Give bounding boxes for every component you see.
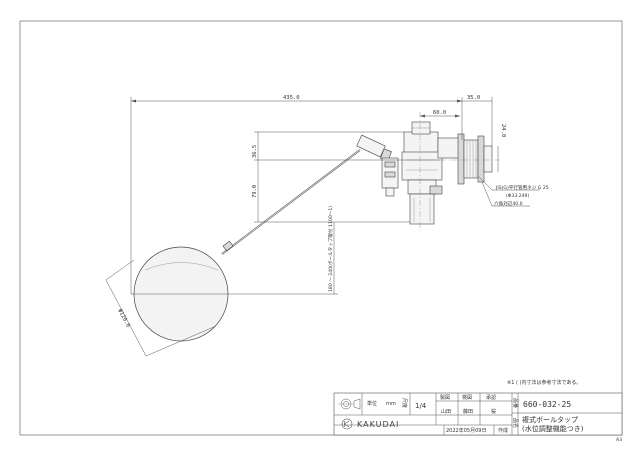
name-checker: 藤田 — [463, 408, 473, 415]
reference-note: ※1 ( )内寸法は参考寸法である。 — [507, 379, 581, 386]
dim-mid-height: 79.0 — [252, 185, 258, 198]
unit-label: 単位 — [367, 400, 377, 407]
unit-value: mm — [386, 401, 396, 407]
dim-total-length: 435.0 — [283, 95, 300, 101]
part-no-label: 品番 — [512, 398, 519, 408]
dim-water-level-range: 180 〜 240(ボールタップ取付 1100〜1) — [327, 206, 334, 292]
dim-thread-height: 24.0 — [500, 124, 506, 137]
nut-label: 六角対辺40.0 — [494, 200, 523, 207]
creation-date: 2022年05月09日 — [446, 427, 486, 434]
dim-ball-diameter: Φ120.0 — [116, 308, 131, 328]
valve-body — [356, 121, 493, 225]
dim-body-width: 60.0 — [433, 110, 446, 116]
part-number: 660-032-25 — [523, 400, 571, 409]
sheet-size: A3 — [616, 437, 622, 443]
sheet-frame — [19, 20, 623, 436]
scale-value: 1/4 — [415, 402, 427, 410]
pipe-thread-sub: (Φ33.249) — [506, 193, 529, 199]
dim-upper-height: 36.5 — [252, 145, 258, 158]
creation-suffix: 作成 — [498, 427, 508, 434]
dim-thread-length: 35.0 — [467, 95, 480, 101]
header-checking: 検図 — [462, 394, 472, 401]
title-block: 単位 mm 尺度 1/4 製図 検図 承認 山田 藤田 桜 KAKUDAI 20… — [333, 392, 623, 436]
name-label: 品名 — [512, 418, 519, 428]
kakudai-logo-icon — [341, 418, 353, 430]
product-name-1: 複式ボールタップ — [522, 415, 578, 424]
name-approver: 桜 — [491, 408, 496, 415]
product-name-2: (水位調整機能つき) — [522, 424, 584, 433]
header-drafting: 製図 — [440, 394, 450, 401]
scale-label: 尺度 — [401, 398, 408, 408]
header-approval: 承認 — [486, 394, 496, 401]
pipe-thread-label: JIS(G)平行管用ネジ G 25 — [495, 184, 549, 191]
brand-name: KAKUDAI — [357, 420, 399, 429]
name-drafter: 山田 — [441, 408, 451, 415]
